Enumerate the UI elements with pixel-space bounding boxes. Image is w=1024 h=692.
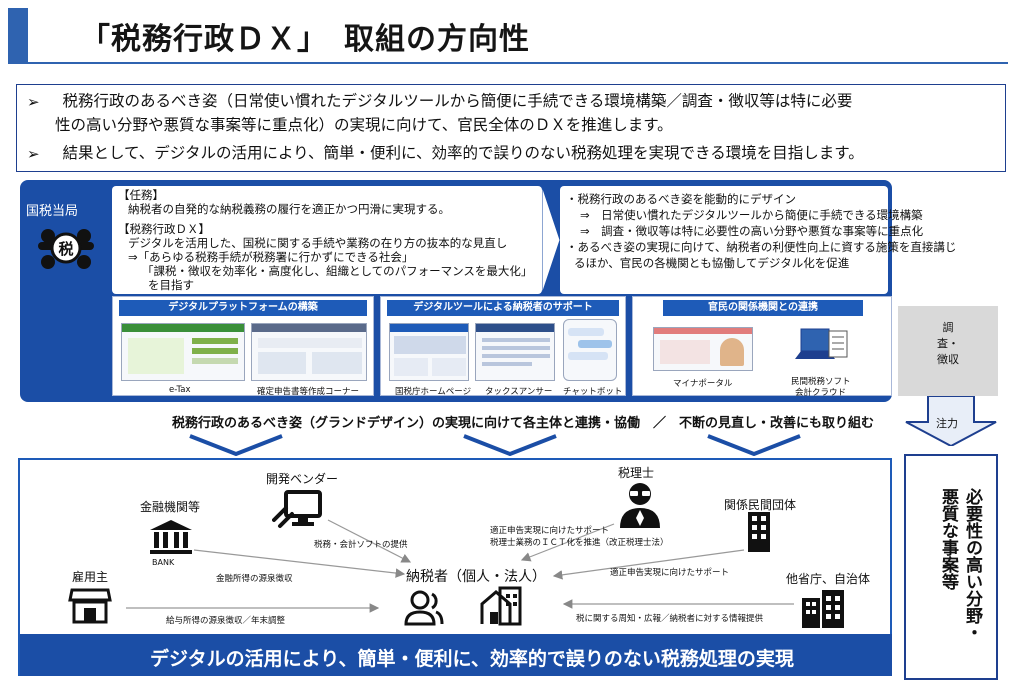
direction-line-4: ・あるべき姿の実現に向けて、納税者の利便性向上に資する施策を直接講じ	[566, 240, 957, 254]
employer-edge-label: 給与所得の源泉徴収／年末調整	[166, 616, 286, 626]
tax-accountant-edge-label-1: 適正申告実現に向けたサポート	[490, 526, 610, 536]
mynaportal-caption: マイナポータル	[673, 379, 733, 389]
chevron-down-icon	[463, 434, 557, 456]
finance-label: 金融機関等	[140, 500, 201, 514]
relationship-lines	[126, 519, 794, 613]
building-icon	[748, 512, 770, 552]
chevron-down-icon	[189, 434, 283, 456]
high-priority-box	[904, 454, 998, 680]
vendor-label: 開発ベンダー	[266, 472, 339, 486]
mynaportal-screenshot	[653, 327, 753, 371]
authority-label: 国税当局	[26, 204, 79, 219]
tax-accountant-person-icon	[620, 483, 660, 528]
dx-text-4: を目指す	[148, 278, 194, 292]
tax-answer-screenshot	[475, 323, 555, 381]
platform-heading: デジタルプラットフォームの構築	[119, 300, 367, 316]
tax-software-caption: 民間税務ソフト	[791, 377, 851, 387]
government-buildings-icon	[802, 590, 844, 628]
company-building-icon	[480, 586, 522, 626]
taxpayer-label: 納税者（個人・法人）	[406, 569, 546, 585]
chevron-right-icon	[542, 186, 560, 294]
direction-line-2: ⇒ 日常使い慣れたデジタルツールから簡便に手続できる環境構築	[580, 208, 923, 222]
intro-box: ➢ 税務行政のあるべき姿（日常使い慣れたデジタルツールから簡便に手続できる環境構…	[16, 84, 1006, 172]
collaboration-statement: 税務行政のあるべき姿（グランドデザイン）の実現に向けて各主体と連携・協働 ／ 不…	[172, 416, 875, 431]
title-accent-bar	[8, 8, 28, 62]
dx-text-3: 「課税・徴収を効率化・高度化し、組織としてのパフォーマンスを最大化」	[142, 264, 533, 278]
title-underline	[8, 62, 1008, 64]
tax-accountant-label: 税理士	[618, 466, 655, 480]
bullet-arrow-icon: ➢	[27, 93, 40, 111]
filing-corner-screenshot	[251, 323, 367, 381]
finance-edge-label: 金融所得の源泉徴収	[216, 574, 293, 584]
duty-text: 納税者の自発的な納税義務の履行を適正かつ円滑に実現する。	[128, 202, 450, 216]
chevron-down-icon	[707, 434, 801, 456]
bank-icon	[150, 520, 192, 554]
shop-icon	[68, 588, 112, 624]
employer-label: 雇用主	[72, 570, 109, 584]
high-priority-label: 必要性の高い分野・悪質な事案等	[938, 488, 982, 641]
intro-line-1: 税務行政のあるべき姿（日常使い慣れたデジタルツールから簡便に手続できる環境構築／…	[47, 92, 853, 110]
bottom-banner	[20, 634, 892, 676]
dx-heading: 【税務行政ＤＸ】	[118, 222, 210, 236]
bank-caption: BANK	[152, 558, 175, 567]
tax-char: 税	[58, 240, 73, 258]
partners-heading: 官民の関係機関との連携	[663, 300, 863, 316]
tax-accountant-edge-label-2: 税理士業務のＩＣＴ化を推進（改正税理士法）	[490, 538, 669, 548]
person-icon	[404, 590, 444, 626]
local-gov-edge-label: 税に関する周知・広報／納税者に対する情報提供	[576, 614, 764, 624]
mission-box: 【任務】 納税者の自発的な納税義務の履行を適正かつ円滑に実現する。 【税務行政Ｄ…	[112, 186, 542, 294]
tools-heading: デジタルツールによる納税者のサポート	[387, 300, 619, 316]
etax-caption: e-Tax	[169, 385, 191, 395]
survey-collection-label: 調査・徴収	[937, 321, 959, 366]
page-title: 「税務行政ＤＸ」 取組の方向性	[80, 22, 530, 57]
local-gov-label: 他省庁、自治体	[786, 572, 871, 586]
dx-text-2: ⇒「あらゆる税務手続が税務署に行かずにできる社会」	[128, 250, 414, 264]
etax-screenshot	[121, 323, 245, 381]
intro-line-2: 結果として、デジタルの活用により、簡単・便利に、効率的で誤りのない税務処理を実現…	[47, 144, 864, 162]
nta-homepage-screenshot	[389, 323, 469, 381]
tax-answer-caption: タックスアンサー	[485, 387, 553, 397]
tax-authority-icon: 税	[38, 229, 94, 269]
bullet-arrow-icon: ➢	[27, 145, 40, 163]
vendor-edge-label: 税務・会計ソフトの提供	[314, 540, 408, 550]
chatbot-screenshot	[563, 319, 617, 381]
focus-down-arrow-icon	[905, 396, 997, 446]
direction-line-1: ・税務行政のあるべき姿を能動的にデザイン	[566, 192, 796, 206]
accounting-cloud-caption: 会計クラウド	[795, 388, 847, 398]
direction-line-3: ⇒ 調査・徴収等は特に必要性の高い分野や悪質な事案等に重点化	[580, 224, 924, 238]
private-org-label: 関係民間団体	[724, 498, 797, 512]
duty-heading: 【任務】	[118, 188, 164, 202]
chatbot-caption: チャットボット	[563, 387, 623, 397]
platform-panel: デジタルプラットフォームの構築 e-Tax 確定申告書等作成コーナー	[112, 296, 374, 397]
monitor-wrench-icon	[272, 490, 322, 528]
direction-box: ・税務行政のあるべき姿を能動的にデザイン ⇒ 日常使い慣れたデジタルツールから簡…	[560, 186, 956, 294]
partners-panel: 官民の関係機関との連携 マイナポータル 民間税務ソフト 会計クラウド	[632, 296, 892, 398]
intro-line-1b: 性の高い分野や悪質な事案等に重点化）の実現に向けて、官民全体のＤＸを推進します。	[55, 116, 673, 134]
direction-line-5: るほか、官民の各機関とも協働してデジタル化を促進	[574, 256, 850, 270]
laptop-software-icon	[795, 328, 848, 359]
survey-collection-box	[898, 306, 998, 396]
tools-panel: デジタルツールによる納税者のサポート 国税庁ホームページ タックスアンサー チャ…	[380, 296, 626, 397]
focus-label: 注力	[936, 417, 958, 430]
bottom-banner-text: デジタルの活用により、簡単・便利に、効率的で誤りのない税務処理の実現	[150, 648, 794, 670]
private-org-edge-label: 適正申告実現に向けたサポート	[610, 568, 730, 578]
filing-corner-caption: 確定申告書等作成コーナー	[257, 387, 360, 397]
dx-text-1: デジタルを活用した、国税に関する手続や業務の在り方の抜本的な見直し	[128, 236, 508, 250]
nta-homepage-caption: 国税庁ホームページ	[395, 387, 472, 397]
